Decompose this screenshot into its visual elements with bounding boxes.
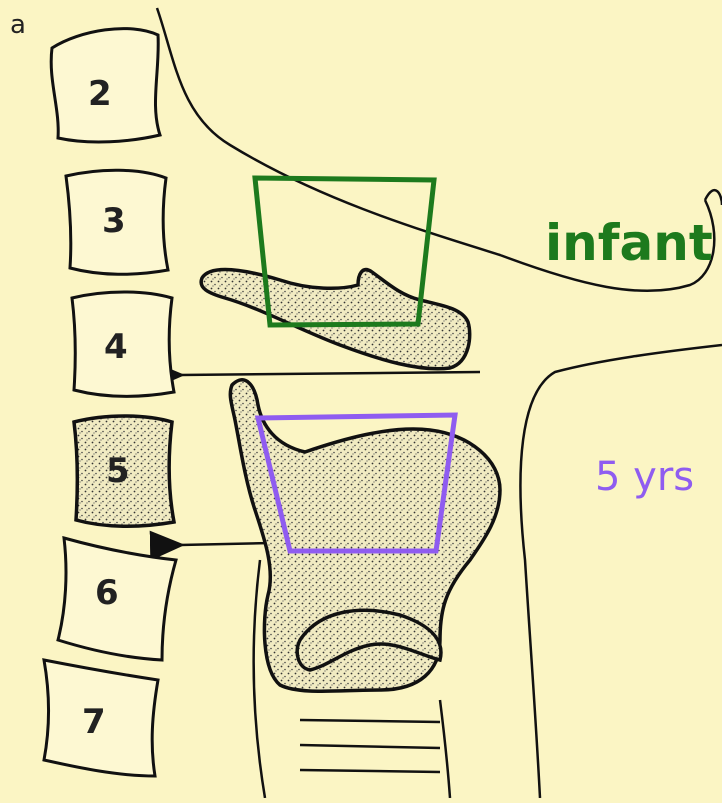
vertebra-c4-label: 4 bbox=[104, 327, 128, 367]
vertebra-c2-label: 2 bbox=[88, 74, 112, 114]
five-years-label: 5 yrs bbox=[595, 454, 694, 500]
infant-label: infant bbox=[545, 214, 713, 272]
infant-hyoid bbox=[201, 270, 470, 369]
vertebra-c7-label: 7 bbox=[82, 702, 106, 742]
panel-label: a bbox=[10, 10, 26, 40]
vertebra-c3-label: 3 bbox=[102, 201, 126, 241]
vertebra-c6-label: 6 bbox=[95, 573, 119, 613]
vertebra-c4: 4 bbox=[72, 292, 174, 396]
vertebra-c3: 3 bbox=[66, 170, 168, 274]
five-year-larynx bbox=[230, 380, 500, 691]
vertebra-c5: 5 bbox=[74, 416, 174, 526]
vertebra-c2: 2 bbox=[51, 29, 160, 142]
vertebra-c7: 7 bbox=[44, 660, 158, 776]
vertebra-c6: 6 bbox=[58, 538, 176, 660]
vertebra-c5-label: 5 bbox=[106, 451, 130, 491]
